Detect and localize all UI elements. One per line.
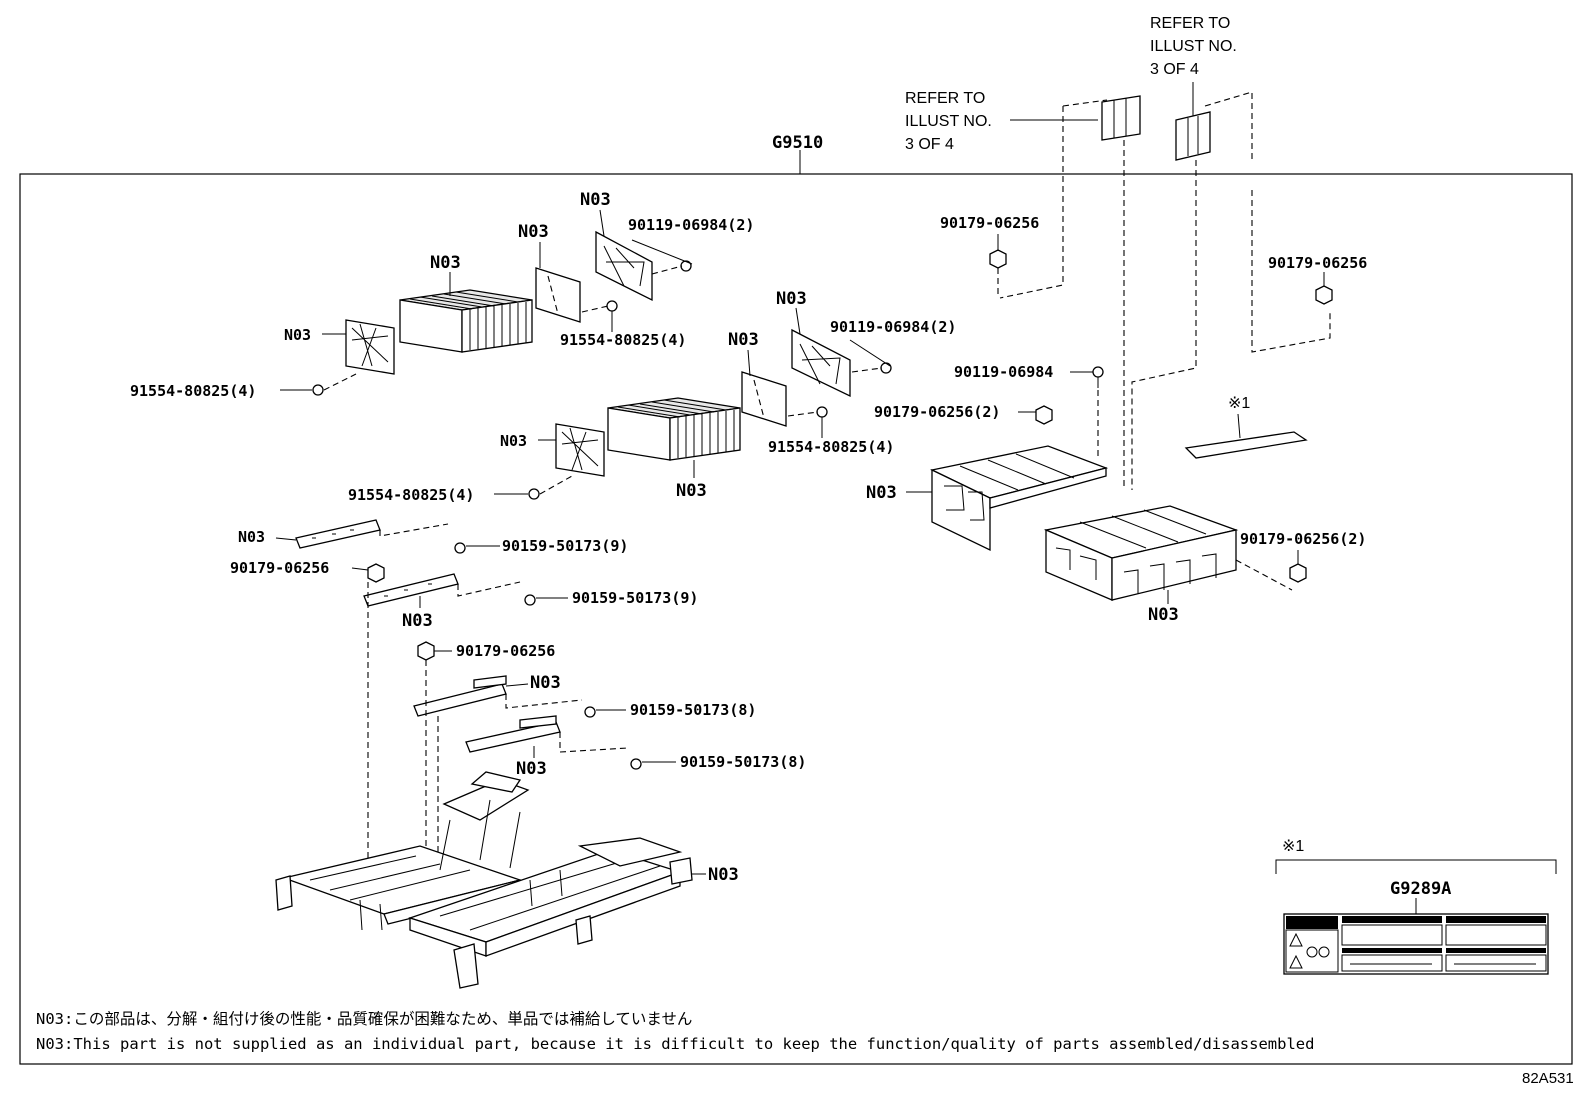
label-n03-10: N03 [1148, 605, 1179, 625]
bracket-1 [595, 230, 653, 302]
label-n03-4: N03 [580, 190, 611, 210]
label-bolt-2: 91554-80825(4) [560, 331, 686, 349]
battery-case [1043, 505, 1239, 601]
label-n03-1: N03 [284, 326, 311, 344]
refer-left-2: ILLUST NO. [905, 113, 992, 130]
label-nut-2: 90179-06256 [1268, 254, 1367, 272]
battery-carrier-frame [275, 771, 693, 989]
label-bolt-11: 90159-50173(8) [680, 753, 806, 771]
note-japanese: N03:この部品は、分解・組付け後の性能・品質確保が困難なため、単品では補給して… [36, 1010, 692, 1028]
end-plate-1 [345, 319, 395, 375]
duct-right [1175, 111, 1211, 161]
label-bolt-5: 91554-80825(4) [768, 438, 894, 456]
label-bolt-9: 90159-50173(9) [572, 589, 698, 607]
refer-right-2: ILLUST NO. [1150, 38, 1237, 55]
warning-label-sticker [1184, 431, 1308, 459]
label-bolt-7: 90119-06984 [954, 363, 1053, 381]
label-nut-1: 90179-06256 [940, 214, 1039, 232]
label-n03-5: N03 [500, 432, 527, 450]
label-bolt-8: 90159-50173(9) [502, 537, 628, 555]
label-nut-4: 90179-06256(2) [1240, 530, 1366, 548]
label-bolt-10: 90159-50173(8) [630, 701, 756, 719]
label-nut-5: 90179-06256 [230, 559, 329, 577]
refer-right-3: 3 OF 4 [1150, 61, 1199, 78]
refer-right-1: REFER TO [1150, 15, 1230, 32]
bracket-2 [791, 328, 851, 398]
label-part-g9289a: G9289A [1390, 879, 1451, 899]
duct-left [1101, 95, 1141, 141]
stay-4 [465, 715, 561, 753]
label-n03-12: N03 [402, 611, 433, 631]
illustration-code: 82A531 [1522, 1070, 1574, 1087]
warning-label-inset [1283, 913, 1549, 975]
label-n03-8: N03 [776, 289, 807, 309]
frame-label: G9510 [772, 133, 823, 153]
label-n03-7: N03 [728, 330, 759, 350]
refer-left-3: 3 OF 4 [905, 136, 954, 153]
end-plate-4 [741, 371, 787, 427]
end-plate-2 [535, 267, 581, 323]
stay-3 [413, 675, 507, 717]
label-bolt-6: 91554-80825(4) [348, 486, 474, 504]
battery-cover [929, 445, 1109, 552]
label-n03-2: N03 [430, 253, 461, 273]
label-bolt-4: 90119-06984(2) [830, 318, 956, 336]
asterisk-2: ※1 [1282, 838, 1304, 855]
battery-module-2 [607, 397, 741, 461]
label-n03-14: N03 [516, 759, 547, 779]
label-n03-3: N03 [518, 222, 549, 242]
label-n03-9: N03 [866, 483, 897, 503]
label-nut-3: 90179-06256(2) [874, 403, 1000, 421]
refer-left-1: REFER TO [905, 90, 985, 107]
note-english: N03:This part is not supplied as an indi… [36, 1035, 1314, 1053]
label-n03-6: N03 [676, 481, 707, 501]
end-plate-3 [555, 423, 605, 477]
label-bolt-3: 91554-80825(4) [130, 382, 256, 400]
label-n03-11: N03 [238, 528, 265, 546]
stay-1 [295, 519, 381, 549]
asterisk-1: ※1 [1228, 395, 1250, 412]
label-nut-6: 90179-06256 [456, 642, 555, 660]
assembly-frame [19, 173, 1573, 1065]
label-n03-13: N03 [530, 673, 561, 693]
label-n03-15: N03 [708, 865, 739, 885]
label-bolt-1: 90119-06984(2) [628, 216, 754, 234]
battery-module-1 [399, 289, 533, 353]
